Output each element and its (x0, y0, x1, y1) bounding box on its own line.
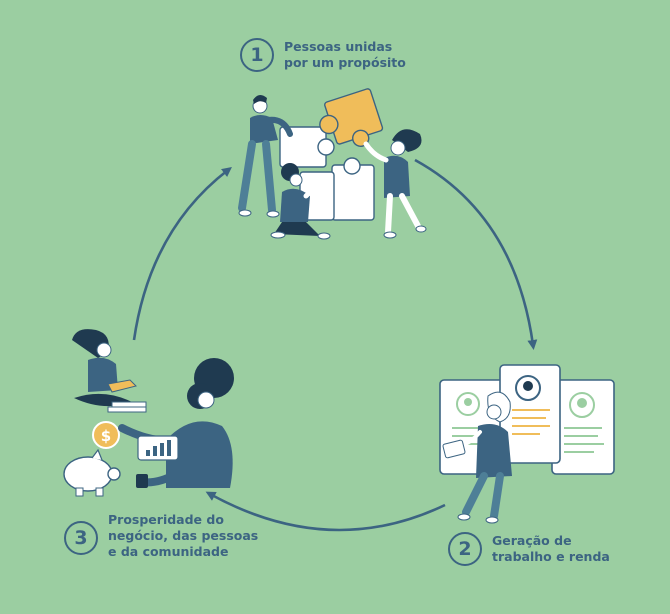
step-1: 1 Pessoas unidas por um propósito (240, 38, 406, 72)
woman-with-chart-icon (118, 358, 234, 488)
resume-illustration (439, 364, 615, 524)
puzzle-piece-icon (279, 126, 335, 168)
arrow-2-to-3 (205, 491, 446, 532)
step-number-badge: 2 (448, 532, 482, 566)
standing-man-icon (238, 94, 293, 218)
prosperity-illustration: $ (63, 329, 234, 497)
woman-holding-paper-icon (442, 391, 512, 524)
step-label: Geração de trabalho e renda (492, 533, 610, 564)
step-label: Pessoas unidas por um propósito (284, 39, 406, 70)
arrow-3-to-1 (132, 166, 232, 341)
coin-icon: $ (92, 421, 120, 449)
step-number-badge: 1 (240, 38, 274, 72)
standing-woman-icon (363, 129, 427, 239)
chart-card-icon (137, 435, 179, 461)
step-2: 2 Geração de trabalho e renda (448, 532, 610, 566)
puzzle-piece-icon (331, 157, 375, 221)
resume-card-icon (551, 379, 615, 475)
book-stack-icon (107, 401, 147, 413)
puzzle-illustration (238, 88, 427, 240)
svg-text:$: $ (101, 427, 111, 445)
step-label: Prosperidade do negócio, das pessoas e d… (108, 512, 259, 559)
step-number-badge: 3 (64, 521, 98, 555)
reading-woman-icon (72, 329, 137, 407)
yellow-puzzle-piece-icon (319, 88, 384, 148)
kneeling-woman-icon (270, 163, 331, 240)
resume-card-icon (499, 364, 561, 464)
piggy-bank-icon (63, 448, 121, 497)
step-3: 3 Prosperidade do negócio, das pessoas e… (64, 512, 258, 560)
arrow-1-to-2 (414, 158, 538, 350)
